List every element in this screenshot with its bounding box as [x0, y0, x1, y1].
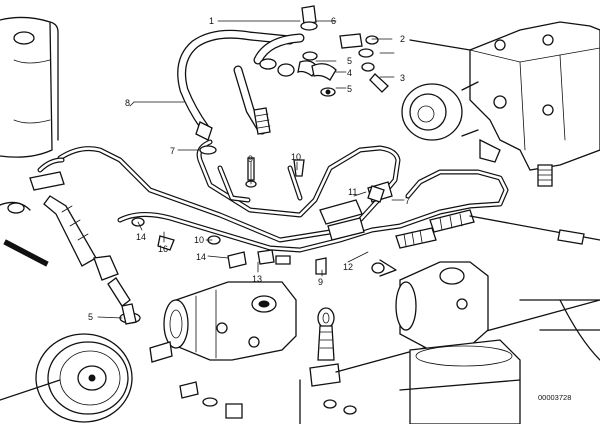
- left-suction-hose: [29, 171, 141, 325]
- callout-16: 16: [158, 244, 168, 254]
- diagram-reference-number: 00003728: [538, 393, 571, 402]
- pump-pulley: [0, 333, 133, 423]
- power-steering-pump: [149, 281, 297, 363]
- callout-13: 13: [252, 274, 262, 284]
- callout-7-right: 7: [405, 196, 410, 206]
- callout-14-low: 14: [196, 252, 206, 262]
- callout-3: 3: [400, 73, 405, 83]
- callout-8: 8: [125, 98, 130, 108]
- callout-1: 1: [209, 16, 214, 26]
- pressure-line-fittings: [319, 181, 600, 277]
- callout-11: 11: [348, 187, 357, 197]
- callout-9-top: 9: [248, 154, 253, 164]
- callout-9-low: 9: [318, 277, 323, 287]
- callout-10-low: 10: [194, 235, 204, 245]
- leader-lines: [97, 20, 405, 319]
- callout-5-top: 5: [347, 56, 352, 66]
- callout-6: 6: [331, 16, 336, 26]
- callout-5-low: 5: [88, 312, 93, 322]
- pressure-hose: [233, 65, 271, 135]
- lower-right-pump-housing: [395, 261, 600, 424]
- top-fittings: [277, 5, 389, 97]
- callout-10-top: 10: [291, 152, 301, 162]
- steel-lines: [37, 139, 509, 253]
- callout-14-left: 14: [136, 232, 146, 242]
- callout-12: 12: [343, 262, 353, 272]
- return-hose: [177, 29, 305, 141]
- callout-7-left: 7: [170, 146, 175, 156]
- callout-labels: 1 6 2 3 5 4 5 8 7 9 10 11 7 14 16 10 14 …: [88, 16, 410, 322]
- fluid-reservoir: [0, 16, 59, 267]
- callout-2: 2: [400, 34, 405, 44]
- callout-5-mid: 5: [347, 84, 352, 94]
- callout-4: 4: [347, 68, 352, 78]
- steering-gear-box: [401, 21, 600, 187]
